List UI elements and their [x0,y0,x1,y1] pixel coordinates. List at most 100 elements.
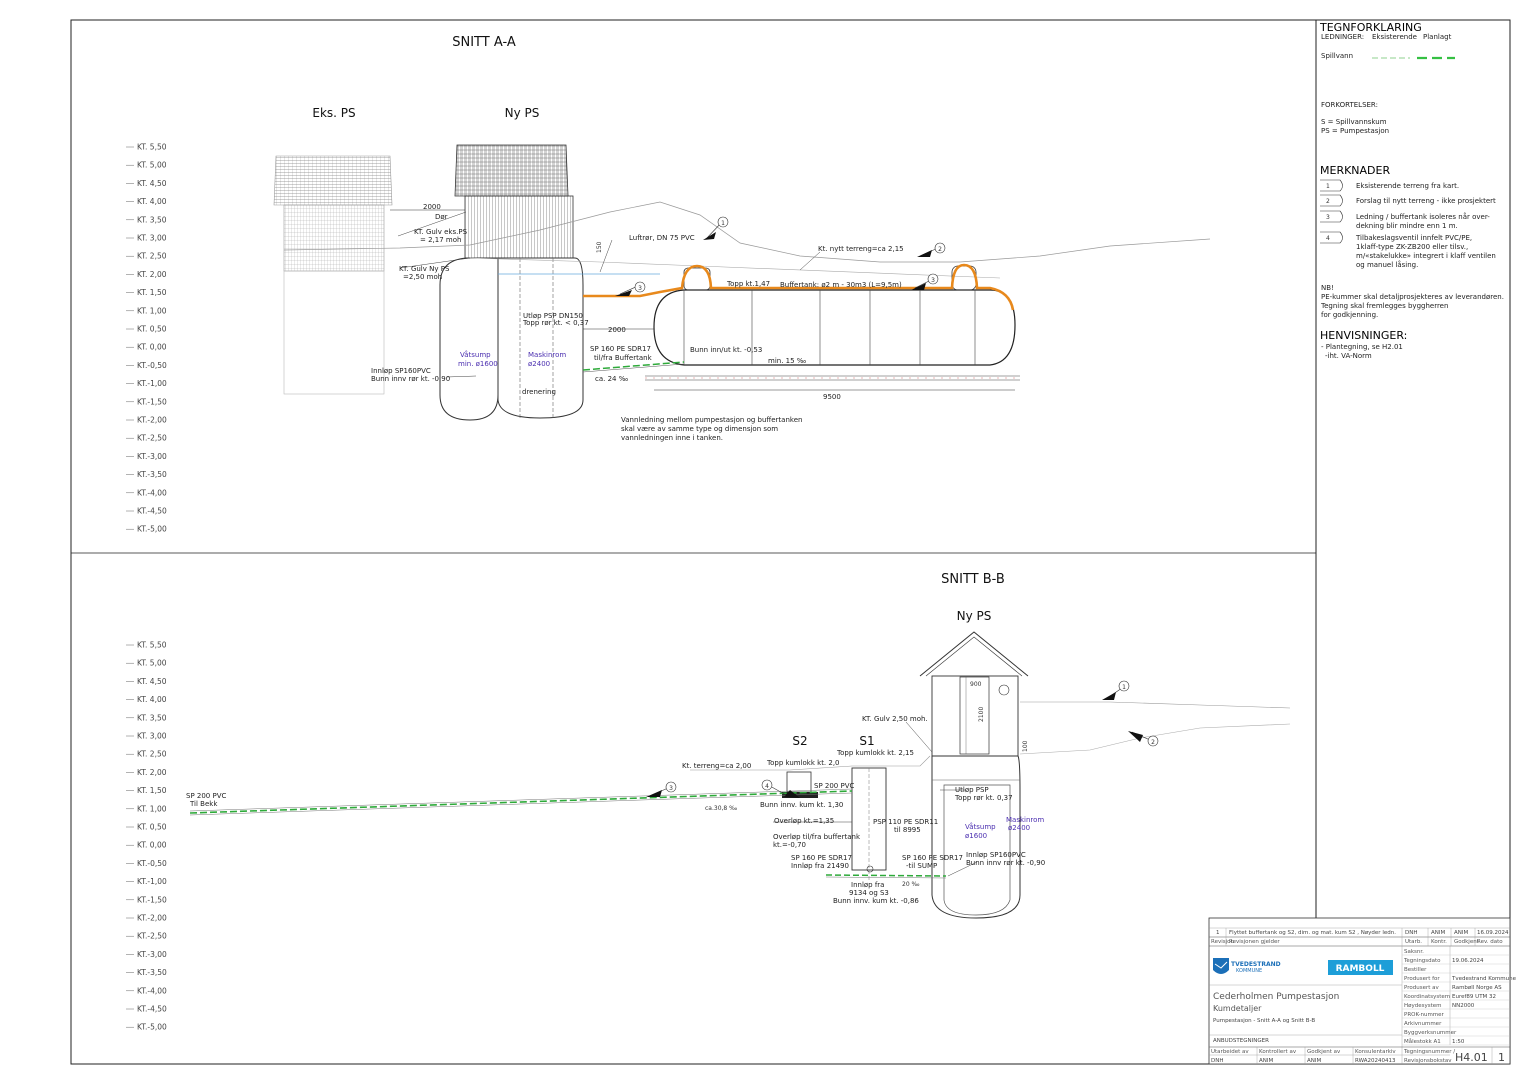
level-b-label: KT. 2,00 [137,768,167,777]
callout-a-1: 1 [703,216,729,240]
level-a-label: KT.-1,00 [137,379,167,388]
svg-text:2: 2 [1326,198,1330,205]
section-a-a: SNITT A-A Eks. PS Ny PS [273,35,1211,442]
svg-text:Spillvann: Spillvann [1321,52,1353,60]
level-a-label: KT.-3,50 [137,470,167,479]
svg-text:Overløp kt.=1,35: Overløp kt.=1,35 [774,817,834,825]
svg-text:Utløp PSP DN150: Utløp PSP DN150 [523,312,583,320]
merknad-4: 4 Tilbakeslagsventil innfelt PVC/PE, 1kl… [1320,231,1496,269]
svg-text:dekning blir mindre enn 1 m.: dekning blir mindre enn 1 m. [1356,222,1458,230]
eks-ps-title: Eks. PS [312,106,355,120]
svg-text:Konsulentarkiv: Konsulentarkiv [1355,1049,1396,1055]
svg-text:2100: 2100 [978,707,985,722]
svg-text:ANIM: ANIM [1431,930,1445,936]
svg-text:Koordinatsystem: Koordinatsystem [1404,994,1450,1000]
svg-text:Pumpestasjon - Snitt A-A og Sn: Pumpestasjon - Snitt A-A og Snitt B-B [1213,1018,1315,1024]
svg-text:1: 1 [1122,684,1126,691]
level-a-label: KT. 2,00 [137,270,167,279]
labels-a: 2000 Dør KT. Gulv eks.PS = 2,17 moh KT. … [371,203,904,442]
level-a-label: KT. 4,50 [137,179,167,188]
svg-text:- Plantegning, se H2.01: - Plantegning, se H2.01 [1321,343,1403,351]
level-a-label: KT.-2,50 [137,434,167,443]
merknad-3: 3 Ledning / buffertank isoleres når over… [1320,210,1490,230]
svg-text:Topp kumlokk kt. 2,15: Topp kumlokk kt. 2,15 [836,749,914,757]
existing-terrain-a [283,201,1211,263]
svg-text:=2,50 moh: =2,50 moh [403,273,442,281]
svg-text:Bunn innv rør kt. -0,90: Bunn innv rør kt. -0,90 [371,375,450,383]
svg-text:S = Spillvannskum: S = Spillvannskum [1321,118,1387,126]
svg-text:Maskinrom: Maskinrom [1006,816,1044,824]
svg-text:KT. Gulv Ny PS: KT. Gulv Ny PS [399,265,450,273]
svg-text:Kontrollert av: Kontrollert av [1259,1049,1297,1055]
svg-text:SP 200 PVC: SP 200 PVC [186,792,226,800]
svg-text:= 2,17 moh: = 2,17 moh [420,236,461,244]
level-a-label: KT. 5,00 [137,161,167,170]
frame [70,19,1511,1065]
svg-text:til 8995: til 8995 [894,826,921,834]
existing-terrain-b [1020,701,1291,709]
svg-text:Til Bekk: Til Bekk [189,800,218,808]
svg-text:19.06.2024: 19.06.2024 [1452,958,1484,964]
svg-text:900: 900 [970,681,982,688]
svg-text:og manuel låsing.: og manuel låsing. [1356,260,1418,269]
svg-text:2: 2 [938,246,942,253]
svg-text:ca.30,8 ‰: ca.30,8 ‰ [705,805,737,812]
svg-text:Produsert av: Produsert av [1404,985,1439,991]
svg-text:Tegningsdato: Tegningsdato [1403,958,1441,964]
level-a-label: KT. 0,50 [137,325,167,334]
level-b-label: KT. 3,00 [137,732,167,741]
svg-text:FORKORTELSER:: FORKORTELSER: [1321,101,1378,109]
svg-text:kt.=-0,70: kt.=-0,70 [773,841,806,849]
level-b-label: KT. 0,00 [137,841,167,850]
svg-text:Ledning / buffertank isoleres: Ledning / buffertank isoleres når over- [1356,212,1490,221]
pump-house-b [919,631,1029,757]
svg-text:1klaff-type ZK-ZB200 eller til: 1klaff-type ZK-ZB200 eller tilsv., [1356,243,1468,251]
svg-text:Topp kt.1,47: Topp kt.1,47 [726,280,770,288]
svg-text:4: 4 [1326,235,1330,242]
svg-text:1: 1 [1326,183,1330,190]
svg-text:RAMBOLL: RAMBOLL [1336,964,1385,974]
level-a-label: KT. 0,00 [137,343,167,352]
svg-text:3: 3 [638,285,642,292]
svg-text:Buffertank: ø2 m - 30m3 (L=9,5: Buffertank: ø2 m - 30m3 (L=9,5m) [780,281,902,289]
svg-text:20 ‰: 20 ‰ [902,881,920,888]
legend-panel: TEGNFORKLARING LEDNINGER: Eksisterende P… [1319,21,1504,360]
svg-text:KT. Gulv eks.PS: KT. Gulv eks.PS [414,228,468,236]
level-b-label: KT. 4,00 [137,695,167,704]
svg-text:Luftrør, DN 75 PVC: Luftrør, DN 75 PVC [629,234,695,242]
svg-text:Revisjonen gjelder: Revisjonen gjelder [1229,939,1280,945]
drawing-number: H4.01 [1455,1051,1488,1064]
svg-text:ANIM: ANIM [1259,1058,1273,1064]
level-b-label: KT.-5,00 [137,1023,167,1032]
ny-ps-title-b: Ny PS [957,609,992,623]
svg-text:Saksnr.: Saksnr. [1404,949,1424,955]
svg-text:TVEDESTRAND: TVEDESTRAND [1231,961,1281,968]
svg-text:2000: 2000 [608,326,626,334]
level-a-label: KT. 3,50 [137,215,167,224]
svg-text:m/«stakelukke» integrert i kla: m/«stakelukke» integrert i klaff ventile… [1356,252,1496,260]
level-b-label: KT.-1,00 [137,877,167,886]
level-b-label: KT.-3,00 [137,950,167,959]
svg-text:vannledningen inne i tanken.: vannledningen inne i tanken. [621,434,723,442]
manhole-s1 [851,767,887,880]
level-a-label: KT. 2,50 [137,252,167,261]
svg-text:Utarb.: Utarb. [1405,939,1422,945]
svg-text:Revisjonsbokstav: Revisjonsbokstav [1404,1058,1452,1064]
level-a-label: KT.-2,00 [137,416,167,425]
svg-text:Tvedestrand Kommune: Tvedestrand Kommune [1451,976,1517,982]
svg-text:Topp rør kt. < 0,37: Topp rør kt. < 0,37 [522,319,589,327]
svg-text:ø1600: ø1600 [965,832,987,840]
svg-text:Utløp PSP: Utløp PSP [955,786,989,794]
svg-text:Innløp fra 21490: Innløp fra 21490 [791,862,849,870]
svg-text:3: 3 [931,277,935,284]
svg-text:4: 4 [765,783,769,790]
level-b-label: KT.-3,50 [137,968,167,977]
level-b-label: KT.-1,50 [137,895,167,904]
svg-text:min. 15 ‰: min. 15 ‰ [768,357,807,365]
level-a-label: KT.-1,50 [137,397,167,406]
svg-text:Arkivnummer: Arkivnummer [1404,1021,1442,1027]
tvedestrand-logo: TVEDESTRAND KOMMUNE [1213,958,1281,974]
section-b-title: SNITT B-B [941,572,1005,587]
level-b-label: KT. 0,50 [137,823,167,832]
henvisninger-title: HENVISNINGER: [1320,329,1407,342]
